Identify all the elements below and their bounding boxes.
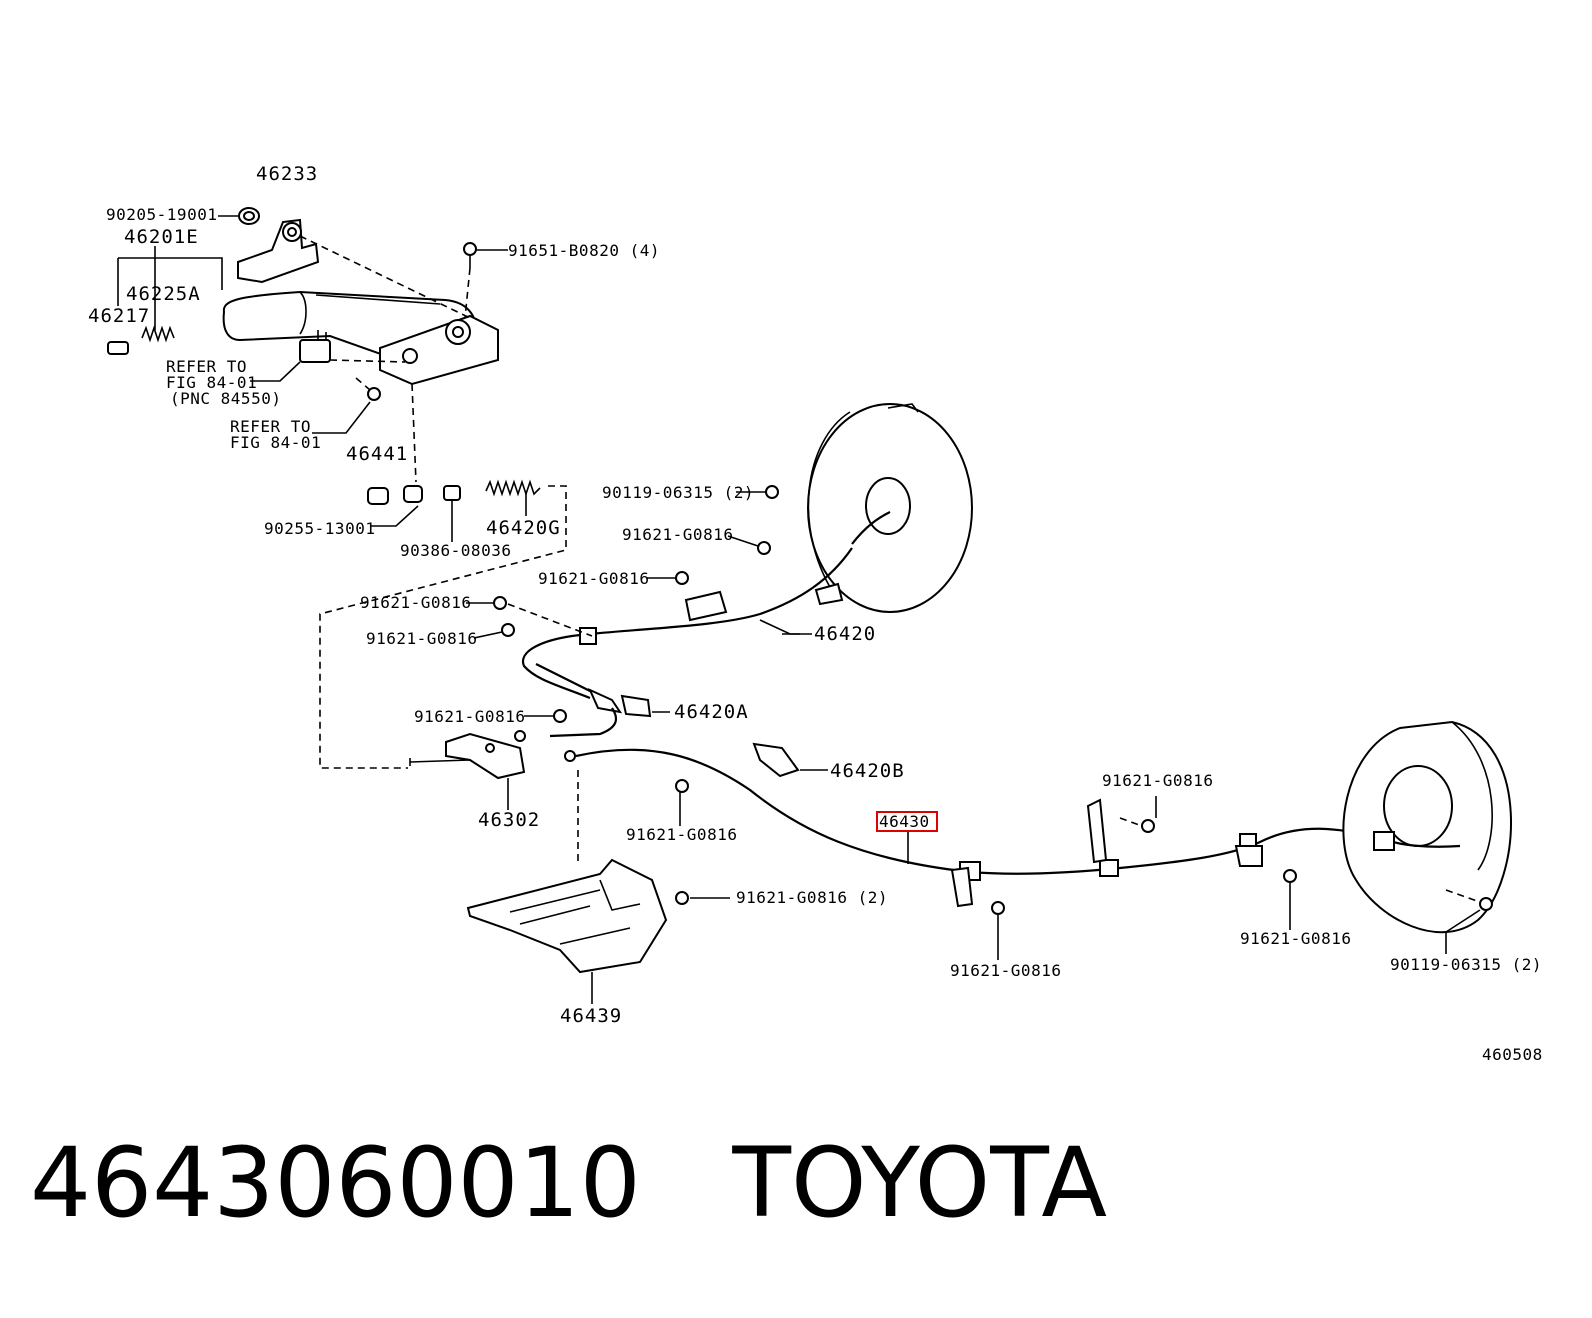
label-refer-2b: FIG 84-01 <box>230 433 321 452</box>
label-91621-h: 91621-G0816 (2) <box>736 888 888 907</box>
label-46420G: 46420G <box>486 517 561 539</box>
label-46201E: 46201E <box>124 226 199 248</box>
part-number-caption: 4643060010 TOYOTA <box>30 1127 1108 1239</box>
label-91621-i: 91621-G0816 <box>950 961 1061 980</box>
label-91621-j: 91621-G0816 <box>1240 929 1351 948</box>
label-46441: 46441 <box>346 443 408 465</box>
label-90119-06315-bottom: 90119-06315 (2) <box>1390 955 1542 974</box>
label-46420B: 46420B <box>830 760 905 782</box>
label-91621-b: 91621-G0816 <box>538 569 649 588</box>
small-parts <box>319 479 567 769</box>
label-91651-B0820: 91651-B0820 (4) <box>508 241 660 260</box>
lower-drum <box>1342 720 1512 934</box>
label-46430: 46430 <box>879 812 930 831</box>
label-90386-08036: 90386-08036 <box>400 541 511 560</box>
callout-labels: 46233 90205-19001 46201E 91651-B0820 (4)… <box>88 163 1543 1064</box>
highlight-box-46430 <box>876 811 938 832</box>
label-refer-1a: REFER TO <box>166 357 247 376</box>
label-46420: 46420 <box>814 623 876 645</box>
bolts-rear <box>577 770 1493 960</box>
label-46302: 46302 <box>478 809 540 831</box>
heat-shield-46439 <box>466 858 668 1004</box>
label-46439: 46439 <box>560 1005 622 1027</box>
bracket-46302 <box>409 732 526 810</box>
label-refer-1b: FIG 84-01 <box>166 373 257 392</box>
label-90205-19001: 90205-19001 <box>106 205 217 224</box>
lever-assembly <box>107 207 508 483</box>
label-46420A: 46420A <box>674 701 749 723</box>
label-91621-d: 91621-G0816 <box>366 629 477 648</box>
bolts-front <box>466 485 812 762</box>
label-46233: 46233 <box>256 163 318 185</box>
label-refer-1c: (PNC 84550) <box>170 389 281 408</box>
label-91621-e: 91621-G0816 <box>414 707 525 726</box>
label-refer-2a: REFER TO <box>230 417 311 436</box>
equalizer-46420A <box>549 688 670 738</box>
label-46217: 46217 <box>88 305 150 327</box>
label-91621-a: 91621-G0816 <box>622 525 733 544</box>
label-91621-c: 91621-G0816 <box>360 593 471 612</box>
label-46225A: 46225A <box>126 283 201 305</box>
label-460508: 460508 <box>1482 1045 1543 1064</box>
upper-drum <box>807 403 973 613</box>
label-90255-13001: 90255-13001 <box>264 519 375 538</box>
label-91621-f: 91621-G0816 <box>626 825 737 844</box>
cable-46430 <box>575 742 1381 908</box>
label-90119-06315-top: 90119-06315 (2) <box>602 483 754 502</box>
label-91621-g: 91621-G0816 <box>1102 771 1213 790</box>
